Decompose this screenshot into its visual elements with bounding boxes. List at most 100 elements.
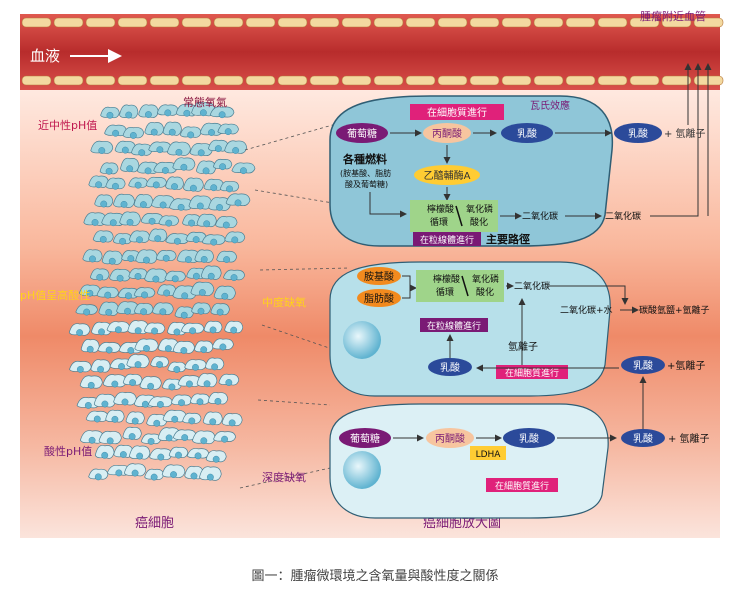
cell-nucleus (101, 451, 109, 459)
cell-nucleus (225, 379, 233, 386)
endothelial-cell (21, 75, 52, 86)
main-pathway-label: 主要路徑 (486, 232, 530, 246)
cell-nucleus (212, 455, 220, 463)
nucleus-bot (343, 451, 381, 489)
cell-nucleus (200, 346, 208, 354)
oxphos-label-1-mid: 氧化磷 (472, 273, 499, 285)
cell-nucleus (221, 435, 228, 443)
cell-nucleus (159, 201, 167, 209)
cell-nucleus (221, 292, 229, 300)
pyruvate-node-bot (426, 428, 474, 448)
cell-nucleus (127, 347, 135, 354)
figure-caption: 圖一：腫瘤微環境之含氧量與酸性度之關係 (251, 568, 498, 584)
cell-nucleus (143, 256, 150, 264)
cytoplasm-badge-bot (486, 478, 558, 492)
cell-nucleus (185, 256, 192, 263)
cancer-cell (202, 411, 223, 426)
cell-nucleus (190, 472, 198, 480)
cell-nucleus (183, 109, 191, 117)
proton-label-bot: + 氫離子 (668, 432, 710, 445)
cell-nucleus (171, 275, 179, 283)
cell-nucleus (188, 417, 196, 425)
endothelial-cell (181, 17, 212, 28)
cell-nucleus (108, 257, 116, 265)
fuels-note-1: (胺基酸、脂肪 (340, 168, 391, 178)
lactate-label-top: 乳酸 (517, 127, 537, 140)
cell-nucleus (98, 328, 105, 336)
cell-nucleus (190, 184, 197, 192)
cell-nucleus (134, 327, 142, 335)
cell-nucleus (216, 308, 224, 316)
co2-water-label: 二氧化碳+水 (560, 304, 613, 316)
endothelial-cell (309, 17, 340, 28)
co2-label-mid: 二氧化碳 (514, 280, 550, 292)
cell-nucleus (105, 346, 113, 354)
cell-nucleus (152, 181, 160, 189)
cell-nucleus (196, 398, 204, 406)
high-acid-ph-label: pH值呈高酸性 (20, 288, 90, 302)
endothelial-cell (85, 17, 116, 28)
endothelial-cell (565, 75, 596, 86)
near-neutral-ph-label: 近中性pH值 (38, 118, 97, 132)
cell-nucleus (131, 417, 139, 425)
tca-oxphos-box-top (410, 200, 498, 232)
cell-nucleus (188, 219, 195, 227)
cell-nucleus (161, 167, 169, 174)
cell-nucleus (148, 217, 156, 225)
cell-nucleus (136, 452, 144, 460)
endothelial-cell (245, 75, 276, 86)
cell-nucleus (180, 163, 188, 171)
cell-nucleus (116, 274, 124, 282)
endothelial-cell (661, 75, 692, 86)
cell-nucleus (157, 453, 165, 461)
proton-out-label-mid: +氫離子 (667, 359, 705, 372)
cell-nucleus (87, 381, 95, 389)
mitochondria-badge-top (413, 232, 481, 246)
cell-nucleus (126, 165, 134, 173)
cell-nucleus (151, 327, 159, 335)
cell-nucleus (83, 308, 91, 316)
glucose-node-top (336, 123, 388, 143)
warburg-label: 瓦氏效應 (530, 99, 570, 112)
cell-nucleus (150, 473, 158, 481)
amino-acid-node (357, 267, 401, 285)
cell-nucleus (189, 327, 196, 335)
endothelial-cell (693, 17, 724, 28)
panel-deep-hypoxia: 葡萄糖 丙酮酸 乳酸 LDHA 在細胞質進行 (329, 403, 617, 519)
bicarbonate-label: 碳酸氫鹽+氫離子 (639, 304, 710, 316)
cancer-cell (162, 121, 182, 136)
lactate-out-label-mid: 乳酸 (633, 359, 653, 372)
cell-nucleus (192, 236, 200, 244)
pyruvate-label-bot: 丙酮酸 (435, 432, 465, 445)
acetyl-coa-node (414, 165, 480, 185)
cell-nucleus (98, 147, 106, 154)
cell-nucleus (97, 365, 104, 373)
endothelial-cell (341, 17, 372, 28)
cell-nucleus (180, 311, 188, 319)
endothelial-cell (565, 17, 596, 28)
cytoplasm-label-mid: 在細胞質進行 (505, 367, 559, 379)
cell-nucleus (192, 363, 199, 371)
cancer-cell (128, 445, 151, 460)
normoxia-label: 常態氧氣 (183, 95, 227, 109)
glucose-node-bot (339, 428, 391, 448)
lactate-out-mid (621, 356, 665, 374)
cell-nucleus (119, 237, 126, 245)
cell-nucleus (173, 366, 181, 373)
cancer-cell (213, 285, 236, 300)
lactate-out-label-top: 乳酸 (628, 127, 648, 140)
endothelial-cell (469, 75, 500, 86)
cell-nucleus (203, 380, 211, 388)
endothelial-cell (469, 17, 500, 28)
deep-hypoxia-label: 深度缺氧 (262, 470, 306, 484)
cell-nucleus (134, 181, 142, 189)
endothelial-cell (373, 17, 404, 28)
co2-out-label-top: 二氧化碳 (605, 210, 641, 222)
cell-nucleus (121, 398, 129, 406)
vessel-label: 腫瘤附近血管 (640, 9, 706, 23)
cell-nucleus (84, 402, 92, 409)
endothelial-cell (341, 75, 372, 86)
acidic-ph-label: 酸性pH值 (44, 444, 92, 458)
cell-nucleus (115, 469, 123, 477)
